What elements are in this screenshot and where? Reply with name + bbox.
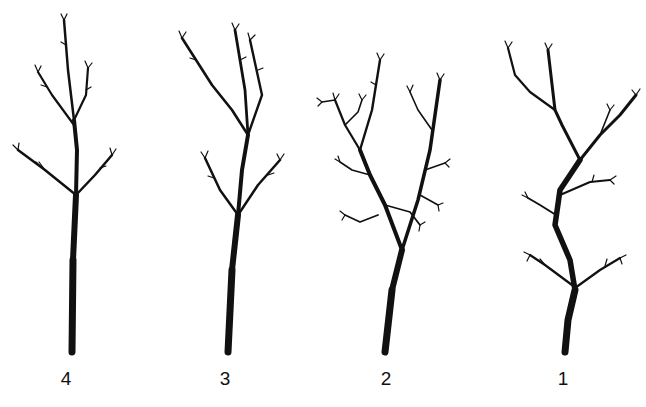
tree-drawing (317, 53, 450, 352)
figure-number: 1 (558, 369, 569, 388)
figure-number: 2 (381, 369, 392, 388)
tree-drawing (505, 41, 640, 352)
tree-drawing (13, 14, 116, 352)
figure-number: 4 (61, 369, 72, 388)
figure-number: 3 (220, 369, 231, 388)
tree-drawing (179, 23, 284, 352)
